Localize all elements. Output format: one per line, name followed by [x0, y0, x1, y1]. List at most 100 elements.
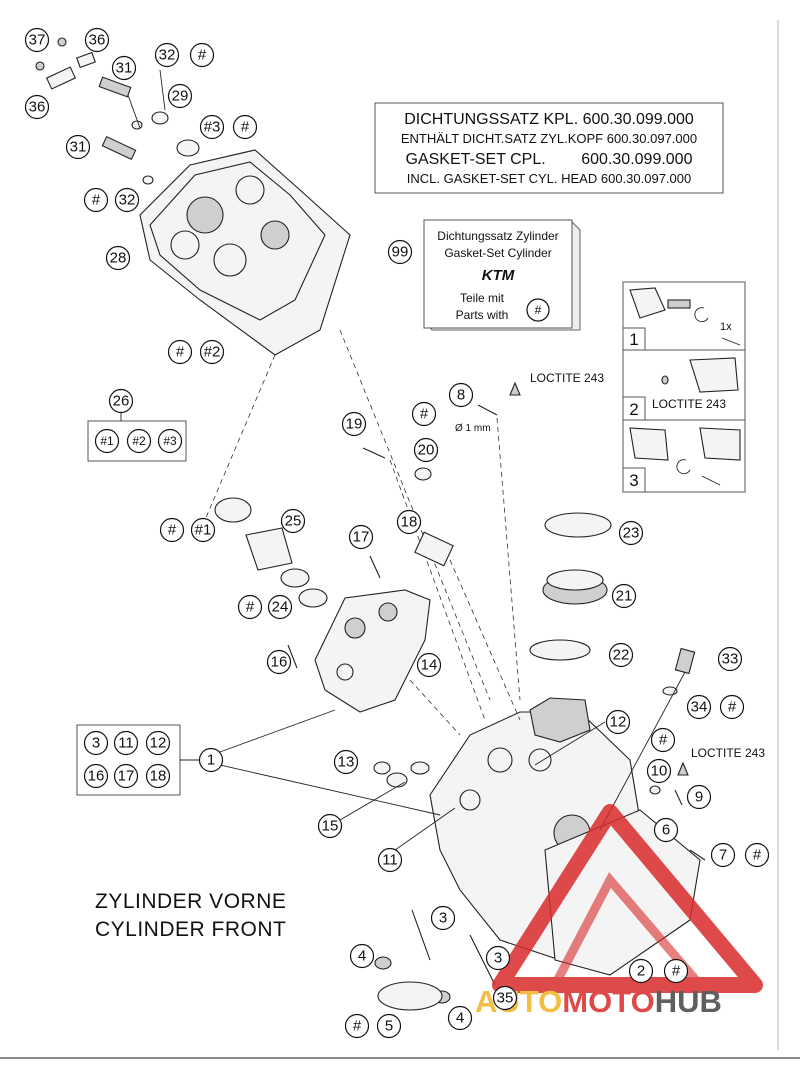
step-2-number-box [622, 396, 646, 421]
kit-line4: Parts with [456, 308, 509, 322]
carrier-bore-1 [344, 617, 366, 639]
callout-36: 36 [24, 94, 50, 120]
guide-18 [449, 559, 521, 721]
clamp-23 [544, 512, 612, 538]
gasket-set-line2: ENTHÄLT DICHT.SATZ ZYL.KOPF 600.30.097.0… [401, 131, 697, 146]
callout-23: 23 [618, 520, 644, 546]
step-1-number: 1 [629, 330, 638, 349]
step-2-number: 2 [629, 400, 638, 419]
callout-4: 4 [349, 943, 375, 969]
callout-hash-: # [744, 842, 770, 868]
callout-label: #3 [204, 119, 221, 136]
callout-32: 32 [114, 187, 140, 213]
nut-4-left [374, 956, 392, 970]
gasket-set-info-box: DICHTUNGSSATZ KPL. 600.30.099.000 ENTHÄL… [374, 102, 724, 194]
callout-24: 24 [267, 594, 293, 620]
step-3-part-a [629, 427, 669, 461]
bolt-17 [369, 555, 381, 579]
callout-3: 3 [430, 905, 456, 931]
callout-label: # [659, 732, 668, 749]
kit-line3: Teile mit [460, 291, 505, 305]
callout-label: 11 [382, 852, 398, 869]
callout-13: 13 [333, 749, 359, 775]
callout-hash-: # [232, 114, 258, 140]
callout-label: # [353, 1018, 362, 1035]
valve-pocket-3 [459, 789, 481, 811]
callout-label: #1 [195, 522, 212, 539]
loctite-label-right: LOCTITE 243 [691, 746, 765, 760]
callout-label: # [672, 963, 681, 980]
callout-label: 26 [113, 393, 130, 410]
clamp-36b [76, 51, 96, 69]
callout-label: 8 [457, 387, 465, 404]
cover-port-2 [235, 175, 265, 205]
leader-11 [387, 807, 456, 856]
bolt-16 [287, 644, 298, 669]
set1-item: 12 [145, 730, 171, 756]
shim-24a [280, 568, 310, 588]
guide-8 [496, 417, 521, 701]
callout-label: # [198, 47, 207, 64]
leader-12 [534, 721, 606, 766]
set1-item-label: 11 [118, 735, 134, 752]
callout-2: 2 [628, 958, 654, 984]
callout-15: 15 [317, 813, 343, 839]
set1-item-label: 16 [88, 768, 105, 785]
set26-item-label: #3 [163, 434, 177, 448]
clamp-22 [529, 639, 591, 661]
installation-steps-panel: 1 2 3 1x LOCTITE 243 [622, 281, 746, 493]
callout-11: 11 [377, 847, 403, 873]
camshaft-assembly [214, 497, 461, 736]
step-1-turn-label: 1x [720, 321, 732, 333]
callout-14: 14 [416, 652, 442, 678]
callout-20: 20 [413, 437, 439, 463]
callout-31: 31 [65, 134, 91, 160]
jet-8 [477, 404, 498, 416]
callout-31: 31 [111, 55, 137, 81]
title-line2: CYLINDER FRONT [95, 918, 286, 941]
set1-item: 17 [113, 763, 139, 789]
step-1-screw [667, 299, 691, 309]
leader-washer [127, 94, 141, 129]
callout-label: 31 [116, 60, 133, 77]
sensor-33 [674, 647, 696, 675]
leader-33 [599, 671, 686, 831]
callout-label: 34 [691, 699, 708, 716]
callout-35: 35 [492, 985, 518, 1011]
callout-9: 9 [686, 784, 712, 810]
washer-10 [649, 785, 661, 795]
callout-label: # [92, 192, 101, 209]
callout-label: 10 [651, 763, 668, 780]
valve-cover-assembly [35, 37, 351, 356]
step-1-rotate-arrow [694, 307, 709, 323]
o-ring-5 [377, 981, 443, 1011]
watermark-part2: MOTO [562, 984, 654, 1019]
callout-label: 22 [613, 647, 630, 664]
callout-label: 13 [338, 754, 355, 771]
watermark-text: AUTOMOTOHUB [475, 984, 722, 1019]
seal-cap [176, 139, 200, 157]
callout-17: 17 [348, 524, 374, 550]
callout-28: 28 [105, 245, 131, 271]
screw-37 [57, 37, 67, 47]
kit-line1: Dichtungssatz Zylinder [437, 229, 558, 243]
callout-4: 4 [447, 1005, 473, 1031]
callout-hash-2: #2 [199, 339, 225, 365]
callout-12: 12 [605, 709, 631, 735]
set1-item-label: 12 [150, 735, 167, 752]
washer-15 [410, 761, 430, 775]
callout-label: 20 [418, 442, 435, 459]
callout-6: 6 [653, 817, 679, 843]
sleeve-18 [414, 531, 454, 567]
callout-label: 29 [172, 88, 189, 105]
step-1-arrow [721, 337, 741, 346]
camshaft-carrier [314, 589, 431, 713]
callout-36: 36 [84, 27, 110, 53]
stud-3-right [469, 934, 496, 986]
watermark-part1: AUTO [475, 984, 562, 1019]
step-3-number-box [622, 467, 646, 493]
callout-8: 8 [448, 382, 474, 408]
callout-label: 16 [271, 654, 288, 671]
intake-flange-21-top [546, 569, 604, 591]
callout-label: 19 [346, 416, 363, 433]
